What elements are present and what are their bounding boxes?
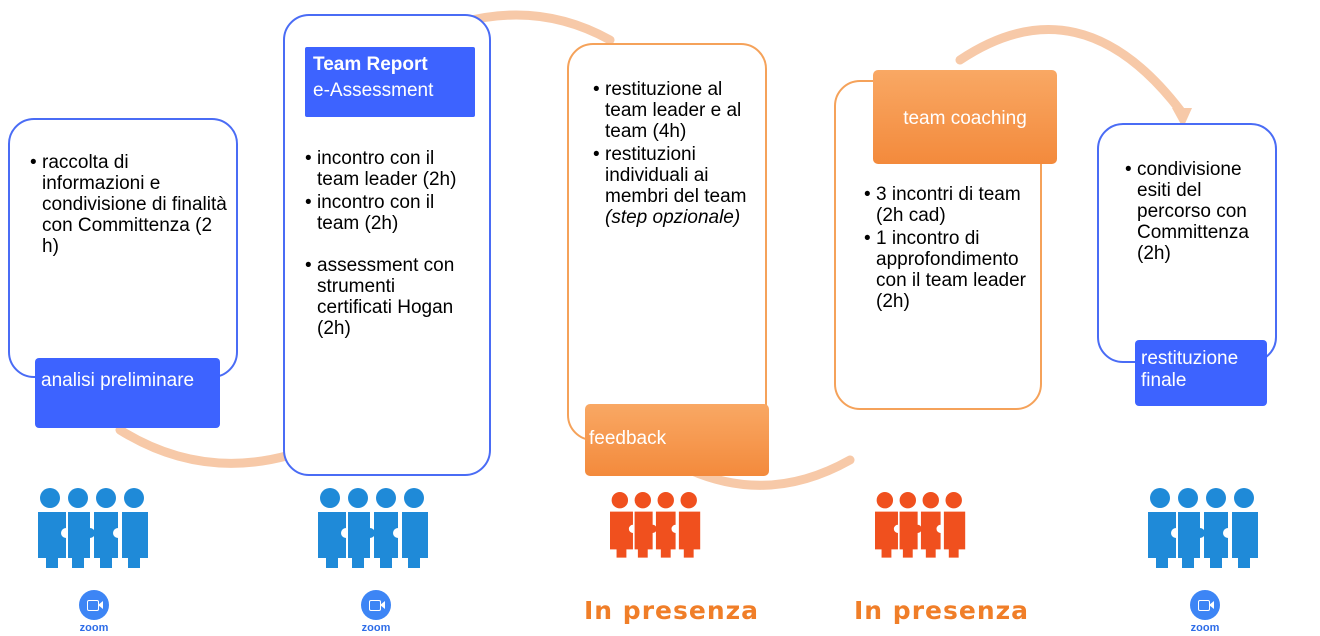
step-2-header-subtitle: e-Assessment — [313, 80, 434, 101]
zoom-label-1: zoom — [79, 622, 109, 634]
step-3-label: feedback — [585, 404, 769, 476]
team-icon-2 — [318, 488, 428, 568]
team-icon-3 — [610, 492, 701, 558]
step-3-bullet-2-text: restituzioni individuali ai membri del t… — [605, 144, 747, 207]
zoom-logo-5: zoom — [1180, 590, 1230, 634]
step-3-bullet-2-note: (step opzionale) — [605, 207, 741, 228]
step-5-bullet-1: condivisione esiti del percorso con Comm… — [1125, 159, 1275, 264]
step-2-bullet-1: incontro con il team leader (2h) — [305, 148, 475, 190]
step-2-header-title: Team Report — [313, 54, 428, 75]
step-4-label: team coaching — [873, 70, 1057, 164]
step-3-bullet-2: restituzioni individuali ai membri del t… — [593, 144, 758, 228]
team-icon-1 — [38, 488, 148, 568]
zoom-icon — [79, 590, 109, 620]
step-5-label: restituzione finale — [1135, 340, 1267, 406]
step-1-card: raccolta di informazioni e condivisione … — [8, 118, 238, 378]
step-4-bullet-2: 1 incontro di approfondimento con il tea… — [864, 228, 1036, 312]
step-2-header: Team Report e-Assessment — [305, 47, 475, 117]
step-4-footer: In presenza — [854, 596, 1030, 625]
zoom-label-5: zoom — [1190, 622, 1220, 634]
team-icon-4 — [875, 492, 966, 558]
step-3-card: restituzione al team leader e al team (4… — [567, 43, 767, 441]
zoom-icon — [361, 590, 391, 620]
step-1-label: analisi preliminare — [35, 358, 220, 428]
arrow-head — [1172, 108, 1192, 128]
zoom-label-2: zoom — [361, 622, 391, 634]
team-icon-5 — [1148, 488, 1258, 568]
arc-1-2 — [115, 425, 295, 468]
step-2-bullet-2: incontro con il team (2h) — [305, 192, 475, 234]
step-1-bullet-1: raccolta di informazioni e condivisione … — [30, 152, 230, 257]
step-3-bullet-1: restituzione al team leader e al team (4… — [593, 79, 758, 142]
step-4-bullet-1: 3 incontri di team (2h cad) — [864, 184, 1036, 226]
zoom-logo-2: zoom — [351, 590, 401, 634]
zoom-icon — [1190, 590, 1220, 620]
arc-4-5 — [955, 25, 1185, 115]
step-2-bullet-3: assessment con strumenti certificati Hog… — [305, 255, 475, 339]
zoom-logo-1: zoom — [69, 590, 119, 634]
step-3-footer: In presenza — [584, 596, 760, 625]
arc-3-4 — [685, 455, 855, 490]
step-5-card: condivisione esiti del percorso con Comm… — [1097, 123, 1277, 363]
